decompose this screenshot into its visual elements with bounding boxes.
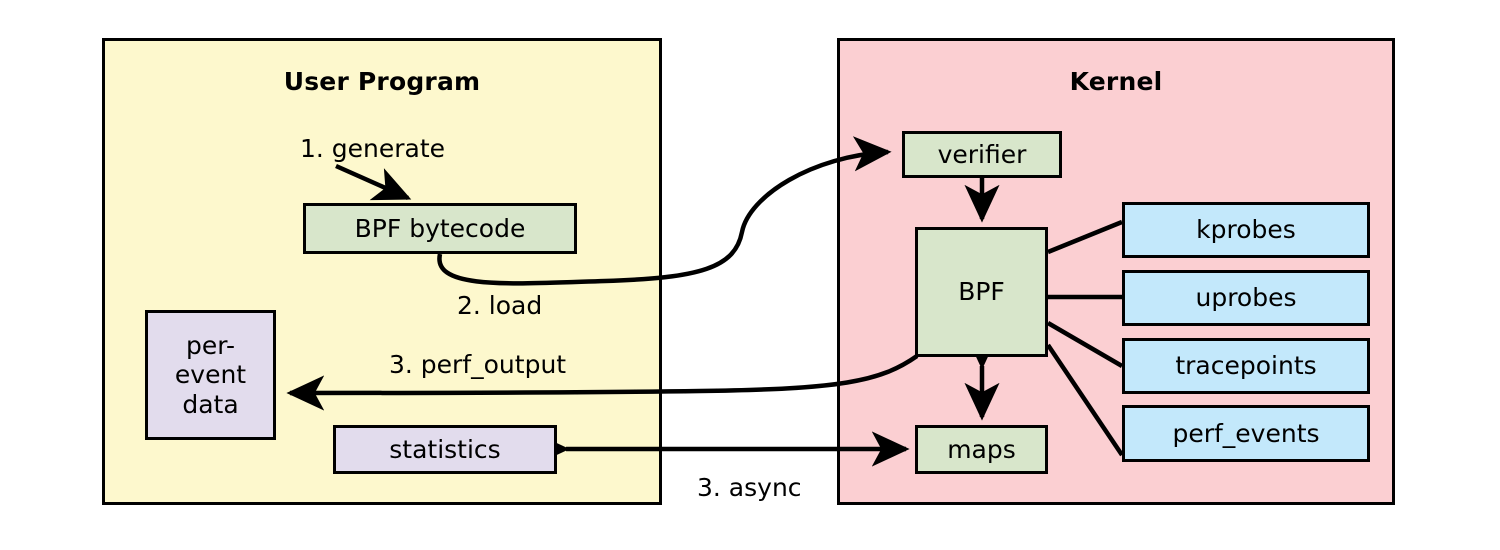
panel-user-program-title: User Program: [283, 67, 481, 96]
per-event-data-line1: per-: [186, 330, 235, 360]
node-verifier[interactable]: verifier: [902, 131, 1062, 178]
node-bpf[interactable]: BPF: [915, 227, 1048, 357]
node-tracepoints-label: tracepoints: [1175, 351, 1317, 381]
edge-label-async-read: 3. async read: [697, 412, 802, 550]
node-per-event-data[interactable]: per- event data: [145, 310, 276, 440]
node-uprobes-label: uprobes: [1195, 283, 1297, 313]
panel-kernel-title: Kernel: [1069, 67, 1163, 96]
node-bpf-label: BPF: [958, 277, 1005, 307]
node-maps-label: maps: [947, 434, 1016, 464]
node-kprobes-label: kprobes: [1196, 215, 1296, 245]
edge-label-perf-output: 3. perf_output: [389, 350, 567, 379]
edge-label-load: 2. load: [457, 291, 543, 320]
node-verifier-label: verifier: [937, 139, 1027, 169]
node-bpf-bytecode[interactable]: BPF bytecode: [303, 203, 577, 254]
node-tracepoints[interactable]: tracepoints: [1122, 338, 1370, 394]
edge-label-async-read-line1: 3. async: [697, 473, 802, 502]
edge-label-generate: 1. generate: [300, 134, 446, 163]
node-perf-events[interactable]: perf_events: [1122, 405, 1370, 462]
node-perf-events-label: perf_events: [1172, 418, 1320, 448]
node-statistics-label: statistics: [389, 434, 501, 464]
node-maps[interactable]: maps: [915, 425, 1048, 474]
per-event-data-line2: event: [174, 360, 247, 390]
node-bpf-bytecode-label: BPF bytecode: [354, 213, 526, 243]
node-per-event-data-label: per- event data: [175, 331, 246, 420]
node-kprobes[interactable]: kprobes: [1122, 202, 1370, 258]
node-statistics[interactable]: statistics: [333, 425, 557, 474]
per-event-data-line3: data: [182, 389, 239, 419]
node-uprobes[interactable]: uprobes: [1122, 270, 1370, 326]
